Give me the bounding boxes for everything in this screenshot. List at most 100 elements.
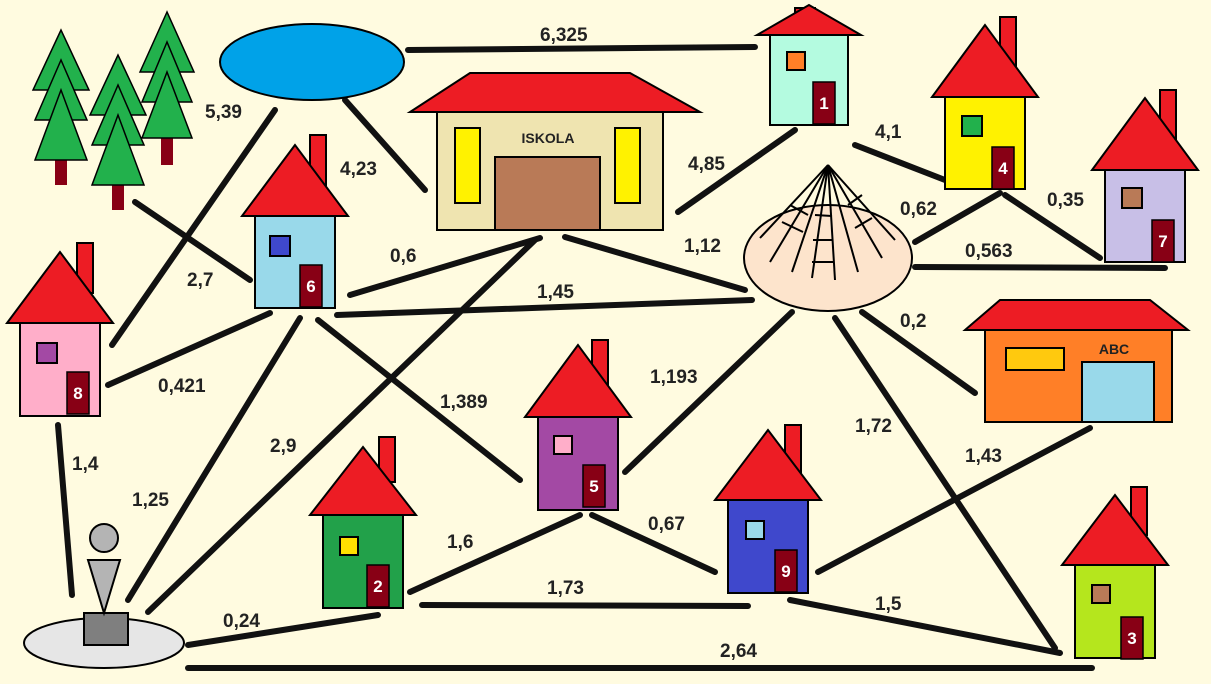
house-4: 4 — [930, 16, 1040, 190]
road-h6-tent — [334, 297, 755, 318]
road-lake-school — [342, 97, 428, 193]
label-h6-h5: 1,389 — [440, 392, 488, 413]
tent — [743, 164, 913, 312]
school-building: ISKOLA — [406, 72, 704, 231]
road-lake-h8 — [109, 107, 278, 348]
house-2: 2 — [307, 436, 419, 609]
house-window — [745, 520, 765, 540]
house-5: 5 — [523, 339, 633, 511]
house-roof — [240, 143, 350, 217]
road-h4-tent — [912, 190, 1003, 245]
house-window — [339, 536, 359, 556]
road-h6-h8 — [105, 310, 273, 388]
house-roof — [712, 428, 824, 501]
house-3: 3 — [1059, 486, 1171, 660]
tree-icon — [88, 53, 148, 210]
label-tent-h3: 1,72 — [855, 416, 892, 437]
house-wall — [537, 416, 619, 511]
house-roof — [523, 343, 633, 418]
road-tent-h7 — [912, 264, 1168, 271]
road-trees-h6 — [132, 199, 253, 283]
house-number: 4 — [998, 159, 1008, 178]
road-h4-h7 — [1002, 192, 1103, 261]
house-7: 7 — [1090, 89, 1200, 263]
label-lake-h8: 5,39 — [205, 102, 242, 123]
label-h5-h2: 1,6 — [447, 532, 473, 553]
house-wall — [769, 34, 849, 126]
house-door — [582, 464, 606, 508]
label-school-tent: 1,12 — [684, 236, 721, 257]
road-school-fountain — [145, 237, 538, 615]
house-window — [1091, 584, 1111, 604]
house-wall — [254, 215, 336, 309]
school-window — [614, 127, 641, 204]
house-number: 7 — [1158, 232, 1167, 251]
house-number: 5 — [589, 477, 598, 496]
house-roof — [1059, 493, 1171, 566]
house-window — [1121, 187, 1143, 209]
house-number: 8 — [73, 384, 82, 403]
label-h6-school: 0,6 — [390, 246, 416, 267]
house-door — [1151, 219, 1175, 263]
road-h6-fountain — [125, 315, 303, 603]
label-h6-h8: 0,421 — [158, 376, 206, 397]
house-8: 8 — [5, 242, 115, 417]
road-fountain-h2 — [185, 612, 381, 648]
label-h4-tent: 0,62 — [900, 199, 937, 220]
shop-door — [1081, 361, 1155, 423]
label-lake-school: 4,23 — [340, 159, 377, 180]
label-tent-h7: 0,563 — [965, 241, 1013, 262]
road-tent-h5 — [622, 309, 795, 475]
label-tent-h5: 1,193 — [650, 367, 698, 388]
label-trees-h6: 2,7 — [187, 270, 213, 291]
road-h9-h3 — [787, 597, 1063, 656]
road-h1-tent — [675, 127, 798, 215]
house-number: 3 — [1127, 629, 1136, 648]
house-door — [366, 564, 390, 608]
house-door — [299, 264, 323, 308]
house-door — [812, 81, 836, 125]
house-number: 9 — [781, 562, 790, 581]
road-h6-h5 — [315, 317, 523, 483]
house-window — [269, 235, 291, 257]
house-roof — [753, 3, 865, 36]
road-shop-h9 — [815, 425, 1093, 575]
label-shop-h9: 1,43 — [965, 446, 1002, 467]
house-door — [1120, 616, 1144, 660]
fountain-statue — [23, 523, 185, 669]
house-door — [66, 371, 90, 415]
tree-icon — [138, 10, 196, 165]
house-roof — [307, 445, 419, 516]
label-tent-shop: 0,2 — [900, 311, 926, 332]
road-h2-h9 — [419, 602, 751, 609]
tree-icon — [31, 28, 91, 185]
label-h2-h9: 1,73 — [547, 578, 584, 599]
house-6: 6 — [240, 134, 350, 309]
school-door — [494, 156, 601, 231]
house-number: 6 — [306, 277, 315, 296]
label-h4-h7: 0,35 — [1047, 190, 1084, 211]
house-number: 2 — [373, 577, 382, 596]
label-fountain-h3: 2,64 — [720, 641, 757, 662]
label-school-fountain: 2,9 — [270, 436, 296, 457]
road-h6-school — [347, 235, 543, 298]
shop-sign: ABC — [1099, 341, 1129, 357]
shop-window — [1005, 347, 1065, 371]
house-number: 1 — [819, 94, 828, 113]
label-h5-h9: 0,67 — [648, 514, 685, 535]
house-window — [961, 115, 983, 137]
road-tent-shop — [859, 309, 978, 396]
label-h9-h3: 1,5 — [875, 594, 902, 615]
road-h5-h9 — [589, 512, 718, 575]
label-h6-tent: 1,45 — [537, 282, 574, 303]
roads — [55, 44, 1168, 671]
road-h1-h4 — [852, 142, 948, 183]
label-h1-h4: 4,1 — [875, 122, 902, 143]
houses: 1 2 3 4 5 6 7 8 9 — [5, 3, 1200, 660]
house-window — [786, 51, 806, 71]
label-lake-h1: 6,325 — [540, 25, 588, 46]
house-1: 1 — [753, 3, 865, 126]
distance-labels: 6,325 5,39 4,23 4,85 4,1 0,62 0,35 0,563… — [72, 25, 1084, 662]
road-lake-h1 — [405, 44, 758, 53]
